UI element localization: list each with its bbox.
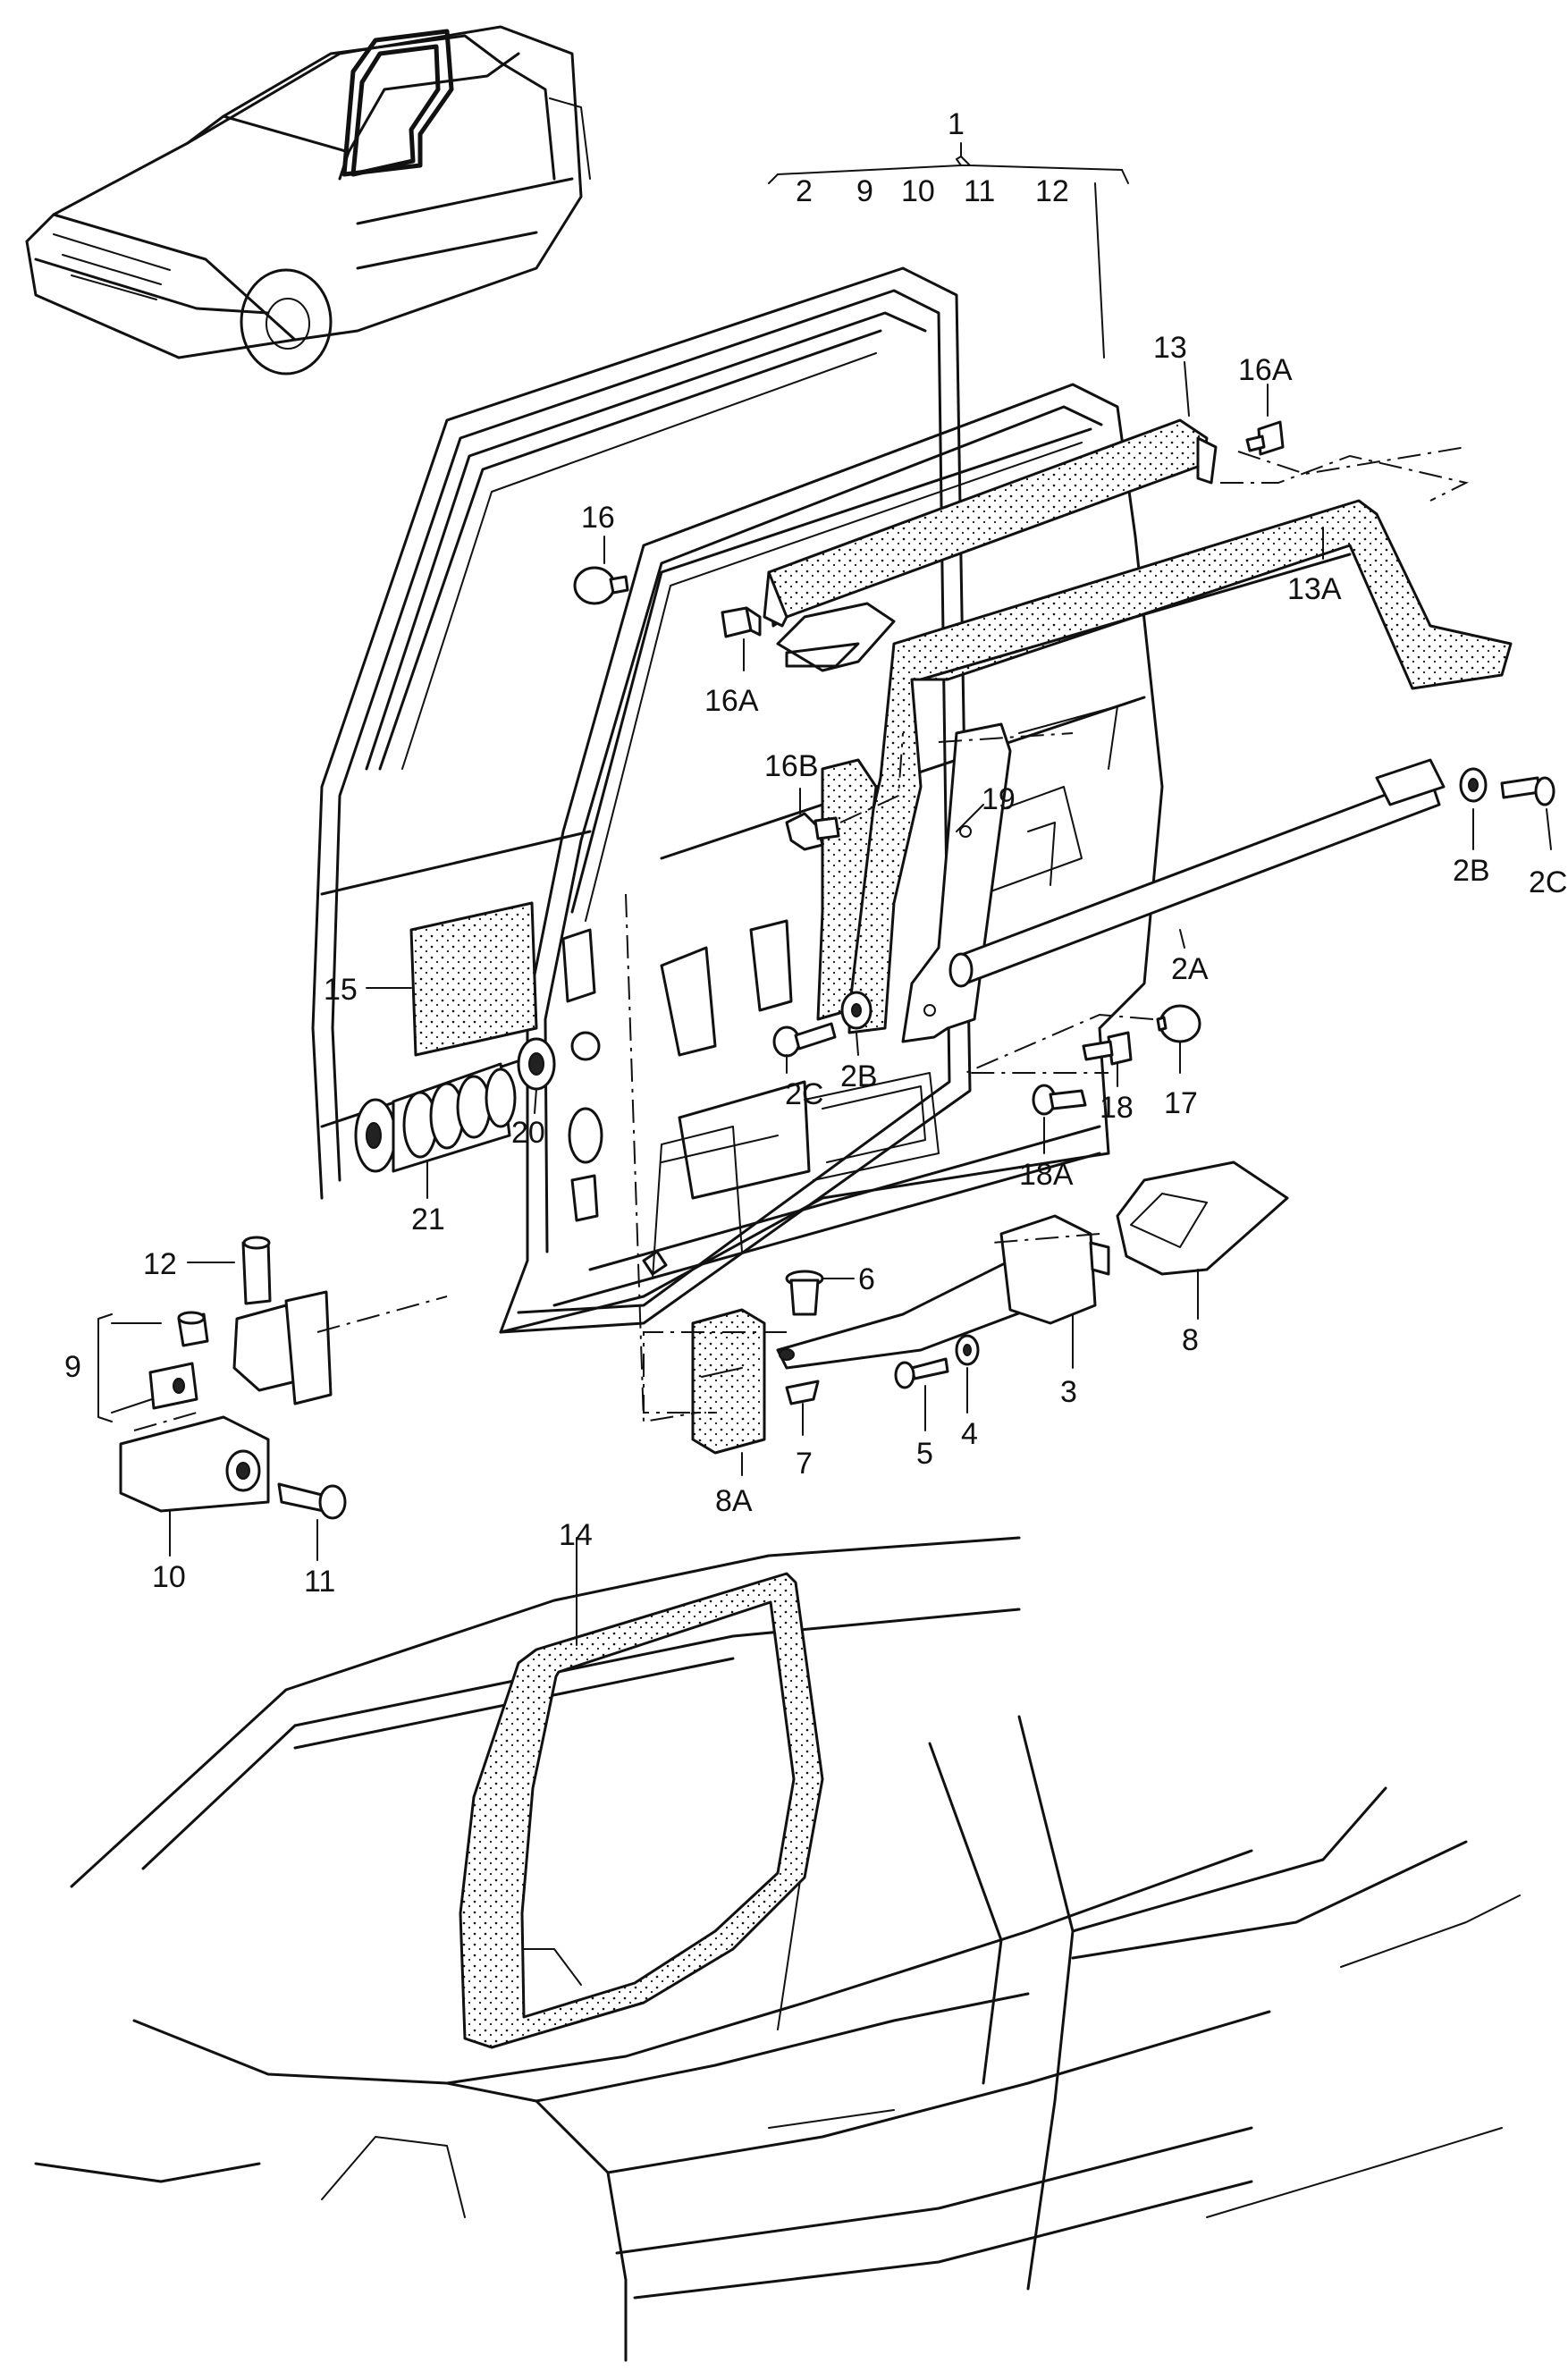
callout-12: 12 — [143, 1247, 177, 1281]
callout-13: 13 — [1153, 331, 1187, 365]
callout-20: 20 — [511, 1116, 545, 1150]
callout-2A: 2A — [1171, 952, 1209, 986]
callout-2B-middle: 2B — [840, 1059, 878, 1093]
callout-12-group: 12 — [1035, 174, 1069, 208]
callout-17: 17 — [1164, 1086, 1198, 1120]
door-grommet — [517, 1037, 556, 1091]
trim-clips — [573, 420, 1285, 1116]
callout-4: 4 — [961, 1417, 978, 1451]
door-check-housing — [1116, 1160, 1289, 1276]
sound-deadening-pad — [409, 901, 538, 1057]
callout-21: 21 — [411, 1203, 445, 1236]
callout-2C-middle: 2C — [785, 1077, 823, 1111]
callout-8A: 8A — [715, 1484, 753, 1518]
window-guide-rod — [948, 758, 1446, 988]
small-fasteners — [785, 1270, 980, 1405]
callout-18: 18 — [1100, 1091, 1134, 1125]
callout-6: 6 — [858, 1262, 875, 1296]
callout-14: 14 — [559, 1518, 593, 1552]
washer-and-bolt-right — [1459, 767, 1555, 806]
callout-15: 15 — [324, 973, 358, 1007]
callout-11: 11 — [304, 1565, 335, 1599]
callout-labels: 1 2 9 10 11 12 13 16A 16 13A 16A 16B 19 … — [64, 107, 1567, 1599]
callout-5: 5 — [916, 1437, 933, 1471]
washer-and-bolt-middle — [772, 991, 873, 1058]
callout-3: 3 — [1060, 1375, 1077, 1409]
callout-11-group: 11 — [964, 174, 995, 208]
callout-8: 8 — [1182, 1323, 1199, 1357]
callout-16A-left: 16A — [704, 684, 759, 718]
callout-9: 9 — [64, 1350, 81, 1384]
hinge-assembly — [119, 1236, 347, 1520]
callout-1: 1 — [948, 107, 965, 141]
leader-lines — [97, 142, 1552, 1646]
callout-2B-right: 2B — [1453, 854, 1490, 888]
callout-16B: 16B — [764, 749, 819, 783]
cable-grommet-boot — [354, 1062, 517, 1173]
window-regulator-bracket — [901, 722, 1012, 1043]
callout-7: 7 — [796, 1447, 813, 1481]
rubber-buffer-block — [691, 1308, 766, 1455]
car-overview-illustration — [25, 25, 591, 376]
callout-13A: 13A — [1287, 572, 1342, 606]
door-frame-assembly — [311, 266, 1164, 1334]
callout-10-group: 10 — [901, 174, 935, 208]
callout-10: 10 — [152, 1560, 186, 1594]
door-opening-seal — [459, 1572, 824, 2049]
callout-2C-right: 2C — [1529, 865, 1567, 899]
callout-19: 19 — [982, 782, 1016, 816]
callout-16A-top: 16A — [1238, 353, 1293, 387]
door-check-strap — [776, 1214, 1110, 1370]
callout-16: 16 — [581, 501, 615, 535]
callout-9-group: 9 — [856, 174, 873, 208]
callout-2: 2 — [796, 174, 813, 208]
callout-18A: 18A — [1019, 1158, 1074, 1192]
